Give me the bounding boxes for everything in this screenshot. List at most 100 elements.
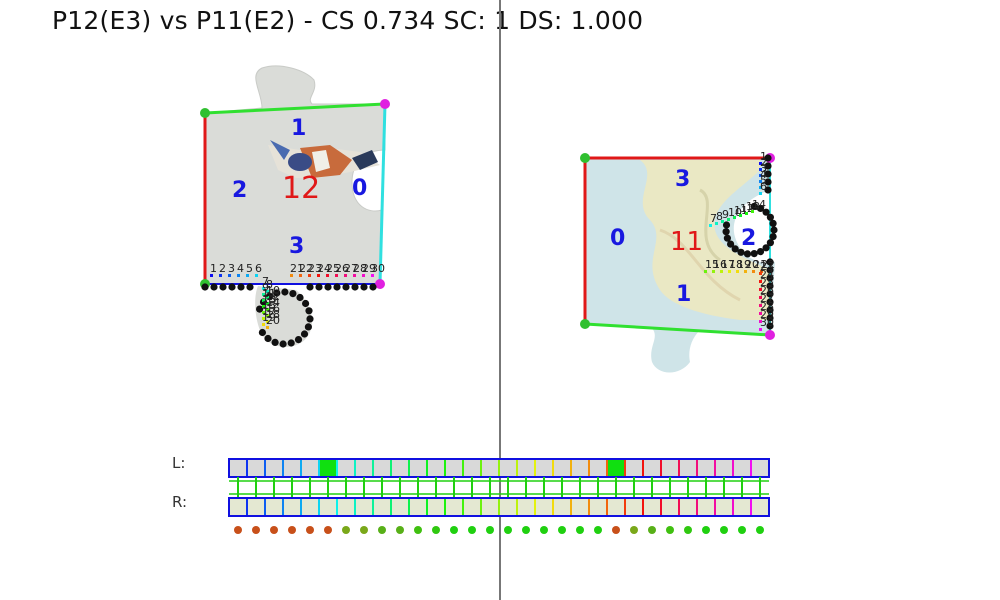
strip-left-cell xyxy=(516,458,536,478)
right-contour-dot xyxy=(766,266,774,274)
strip-score-dot xyxy=(684,526,692,534)
strip-left-cell xyxy=(552,458,572,478)
strip-right-cell xyxy=(408,497,428,517)
left-point-marker xyxy=(371,274,374,277)
strip-left-cells xyxy=(228,458,770,478)
left-point-label: 16 xyxy=(266,302,280,315)
strip-left-cell xyxy=(606,458,626,478)
right-contour-dot xyxy=(750,250,758,258)
strip-right-cell xyxy=(516,497,536,517)
left-point-marker xyxy=(262,305,265,308)
strip-score-dot xyxy=(468,526,476,534)
right-point-label: 12 xyxy=(740,202,754,215)
strip-score-dot xyxy=(288,526,296,534)
right-edge-label-0: 0 xyxy=(610,226,625,251)
right-piece-number: 11 xyxy=(670,227,703,257)
strip-left-cell xyxy=(300,458,320,478)
right-point-marker xyxy=(759,180,762,183)
strip-left-cell xyxy=(642,458,662,478)
right-point-marker xyxy=(704,270,707,273)
right-corner-br xyxy=(765,330,775,340)
left-point-label: 20 xyxy=(266,314,280,327)
strip-right-label: R: xyxy=(172,493,188,511)
right-point-label: 10 xyxy=(728,206,742,219)
left-point-marker xyxy=(266,308,269,311)
strip-left-cell xyxy=(714,458,734,478)
strip-right-cell xyxy=(678,497,698,517)
left-point-label: 21 xyxy=(290,262,304,275)
strip-score-dot xyxy=(270,526,278,534)
left-point-label: 8 xyxy=(266,278,273,291)
strip-score-dot xyxy=(486,526,494,534)
left-point-label: 4 xyxy=(237,262,244,275)
strip-right-cell xyxy=(318,497,338,517)
strip-score-dot xyxy=(306,526,314,534)
right-contour-dot xyxy=(756,248,765,256)
left-point-label: 2 xyxy=(219,262,226,275)
right-point-marker xyxy=(727,218,730,221)
right-point-marker xyxy=(759,280,762,283)
right-contour-dot xyxy=(766,274,774,282)
left-edge-green xyxy=(204,102,386,115)
right-point-marker xyxy=(745,212,748,215)
strip-score-dot xyxy=(702,526,710,534)
right-point-marker xyxy=(736,270,739,273)
left-point-marker xyxy=(266,314,269,317)
left-point-label: 29 xyxy=(362,262,376,275)
strip-left-cell xyxy=(336,458,356,478)
right-edge-green xyxy=(584,322,771,337)
strip-score-dot xyxy=(540,526,548,534)
strip-right-cell xyxy=(300,497,320,517)
strip-left-cell xyxy=(318,458,338,478)
strip-score-dot xyxy=(522,526,530,534)
right-point-label: 8 xyxy=(716,210,723,223)
strip-right-cell xyxy=(282,497,302,517)
strip-left-cell xyxy=(444,458,464,478)
right-contour-dot xyxy=(766,306,774,314)
strip-right-cell xyxy=(498,497,518,517)
strip-left-cell xyxy=(660,458,680,478)
strip-link-lines xyxy=(229,477,769,498)
right-point-marker xyxy=(759,312,762,315)
left-point-label: 27 xyxy=(344,262,358,275)
left-point-marker xyxy=(266,302,269,305)
strip-score-dot xyxy=(630,526,638,534)
right-point-label: 3 xyxy=(760,162,767,175)
strip-score-dot xyxy=(324,526,332,534)
right-contour-dot xyxy=(764,186,772,194)
strip-score-dot xyxy=(612,526,620,534)
strip-right-cell xyxy=(372,497,392,517)
strip-left-cell xyxy=(426,458,446,478)
strip-left-cell xyxy=(588,458,608,478)
left-corner-tl xyxy=(200,108,210,118)
right-point-label: 18 xyxy=(729,258,743,271)
right-contour-dot xyxy=(731,245,739,253)
strip-left-frame xyxy=(228,458,770,478)
left-point-marker xyxy=(262,323,265,326)
right-edge-label-2: 2 xyxy=(741,226,756,251)
right-contour-dot xyxy=(762,208,770,216)
left-point-label: 22 xyxy=(299,262,313,275)
strip-right-cell xyxy=(552,497,572,517)
strip-left-cell xyxy=(354,458,374,478)
right-point-marker xyxy=(715,222,718,225)
left-contour-dot xyxy=(306,315,314,323)
right-point-label: 14 xyxy=(752,198,766,211)
right-edge-label-3: 3 xyxy=(675,167,690,192)
right-point-marker xyxy=(759,304,762,307)
right-point-marker xyxy=(744,270,747,273)
left-contour-dot xyxy=(315,283,323,291)
strip-left-cell xyxy=(696,458,716,478)
strip-score-dot xyxy=(666,526,674,534)
left-point-marker xyxy=(219,274,222,277)
strip-left-cell xyxy=(390,458,410,478)
left-contour-dot xyxy=(287,339,295,347)
left-point-marker xyxy=(266,326,269,329)
right-point-label: 27 xyxy=(760,292,774,305)
strip-right-cell xyxy=(480,497,500,517)
left-point-marker xyxy=(308,274,311,277)
strip-score-dot xyxy=(432,526,440,534)
